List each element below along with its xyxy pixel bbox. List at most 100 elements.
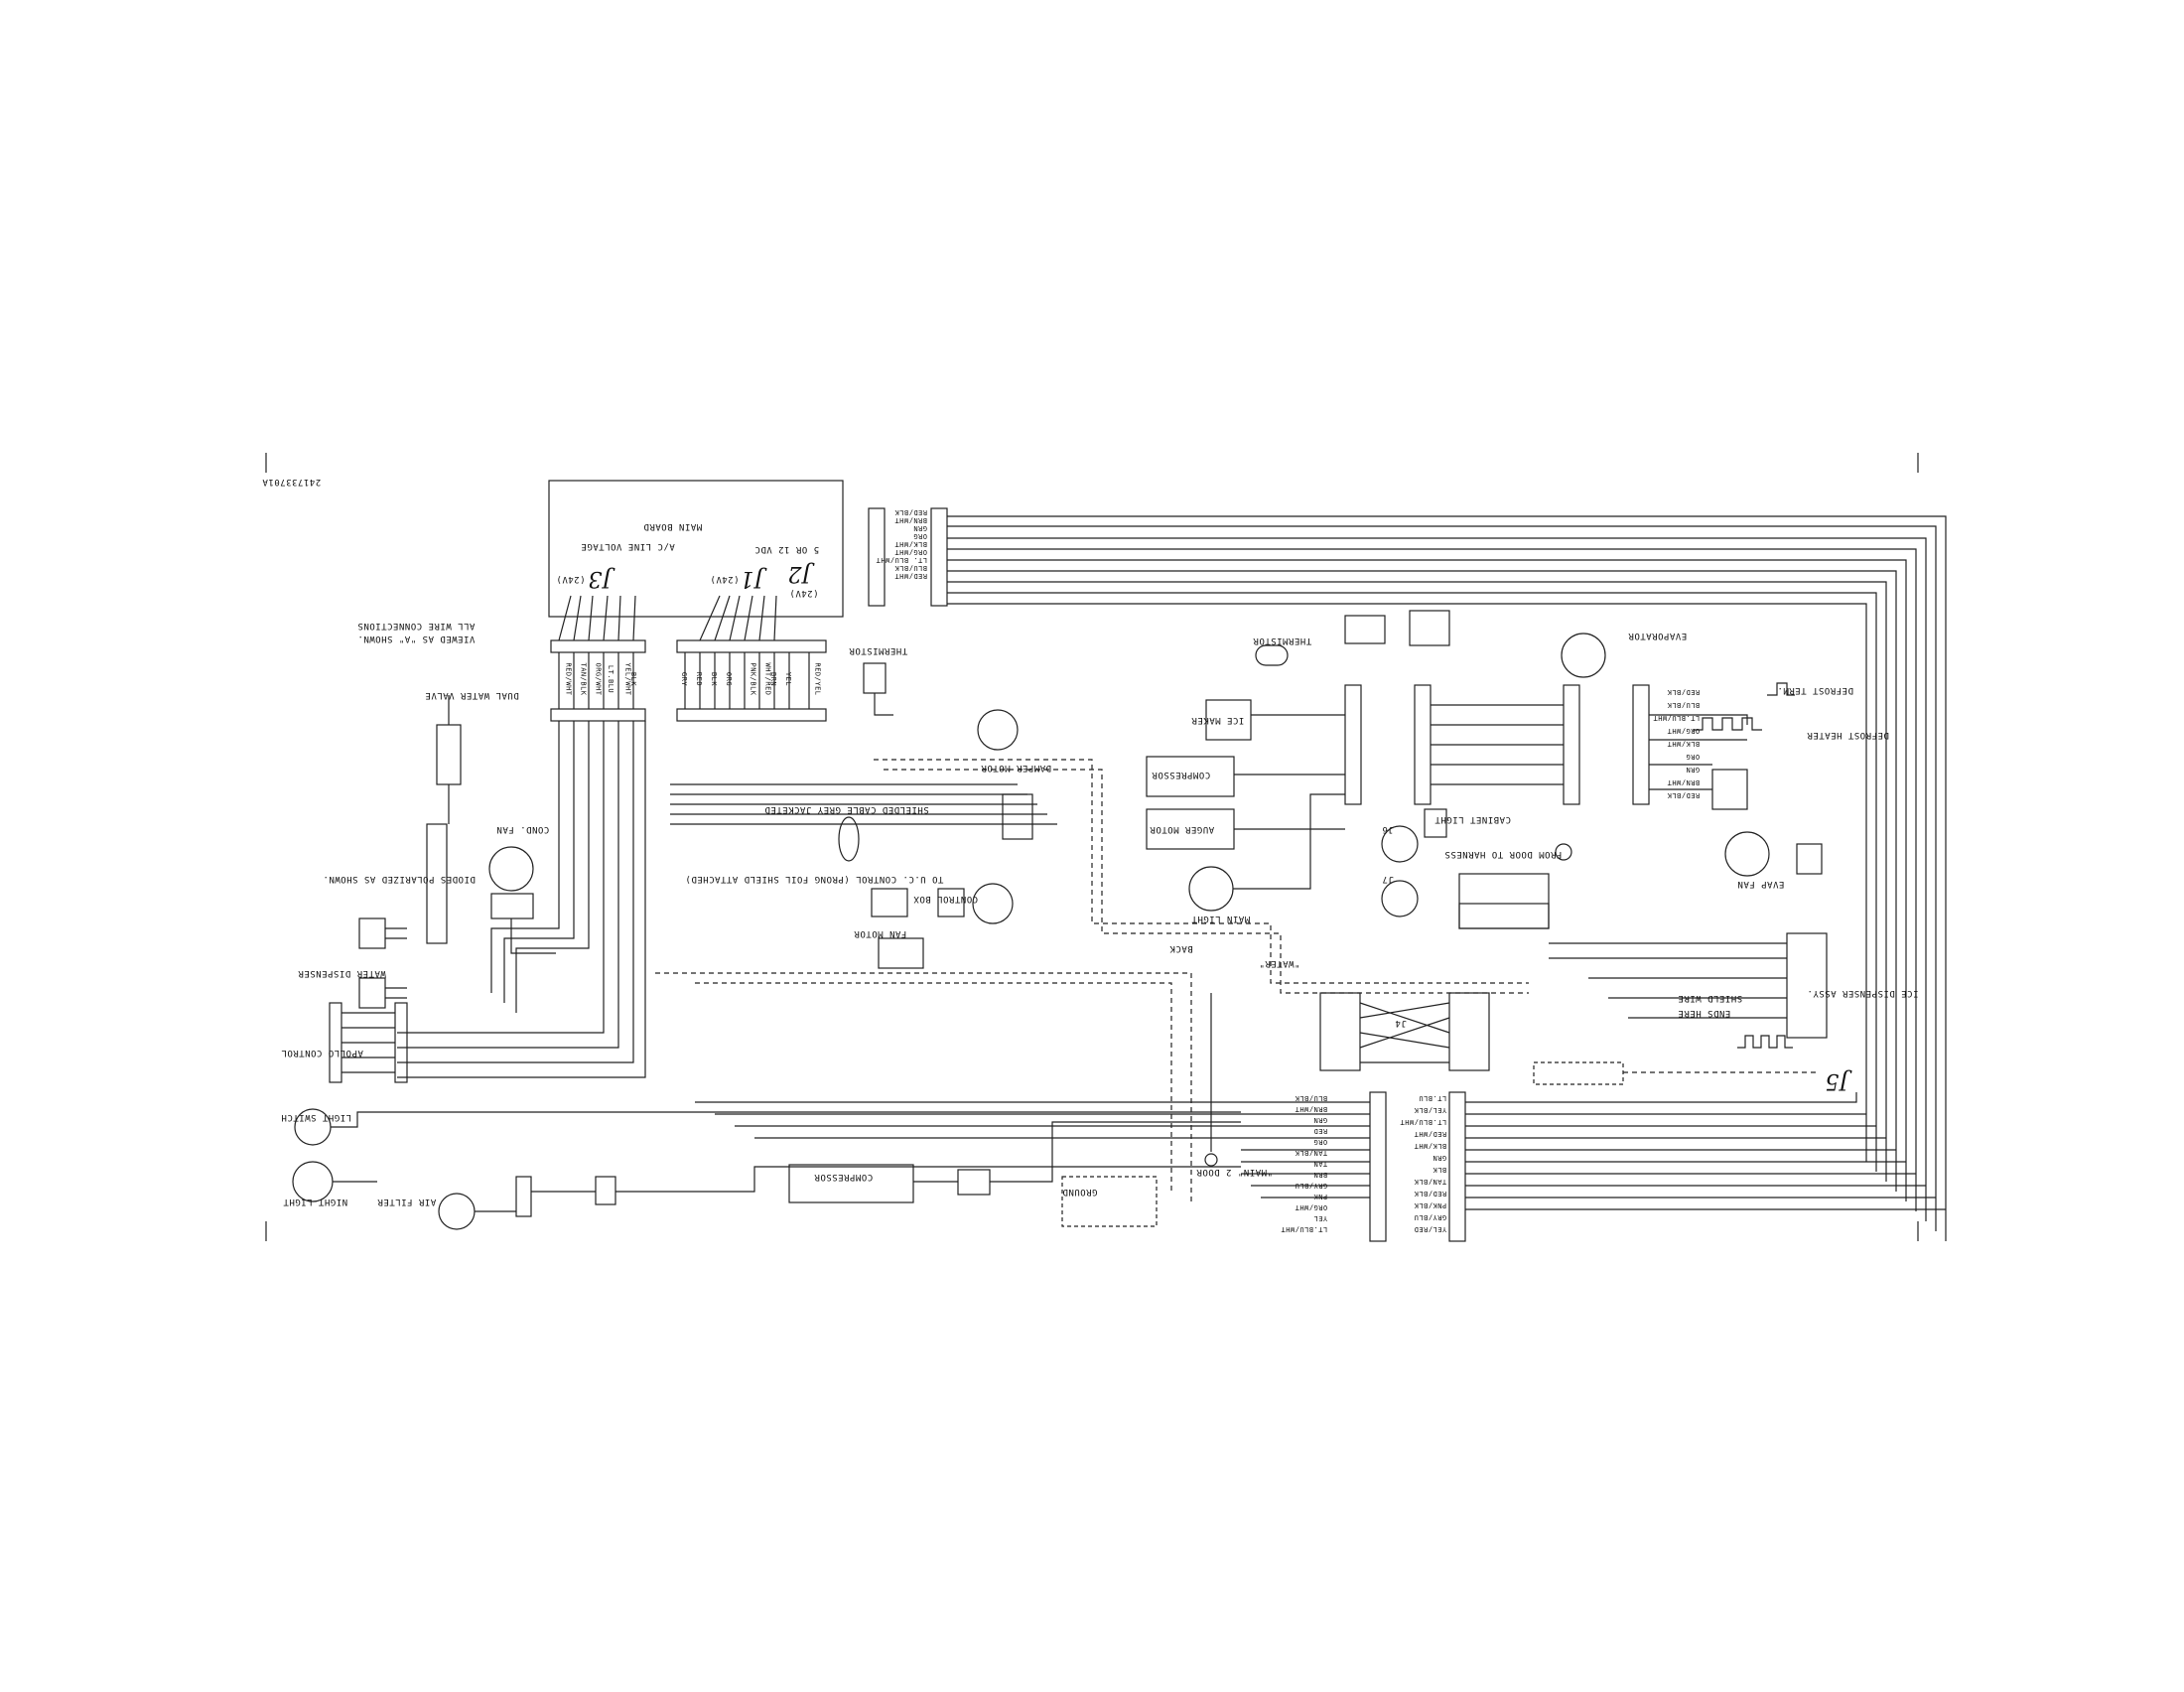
defrost-heater-label: DEFROST HEATER — [1807, 730, 1889, 740]
round-plug-j6 — [1381, 825, 1419, 863]
j3-wire: RED/WHT — [564, 662, 573, 696]
harness-wire: LT.BLU — [1418, 1094, 1447, 1102]
air-filter-label: AIR FILTER — [377, 1197, 437, 1206]
fan-motor-label: FAN MOTOR — [854, 928, 907, 938]
j1-wire: BRN — [769, 671, 778, 687]
bottom-wire: RED — [1313, 1127, 1328, 1135]
compressor-module — [788, 1164, 914, 1203]
connector-thumb-1 — [1344, 615, 1386, 644]
bottom-connector-right — [1448, 1091, 1466, 1242]
evap-fan — [1724, 831, 1770, 877]
j1-connector-top — [676, 639, 827, 653]
damper-motor-label: DAMPER MOTOR — [981, 763, 1052, 773]
bottom-wire: LT.BLU/WHT — [1281, 1225, 1328, 1233]
control-box-connector — [871, 888, 908, 917]
ribbon-wire-label: BLU/BLK — [893, 564, 927, 572]
harness-labels: LT.BLU YEL/BLK LT.BLU/WHT RED/WHT BLK/WH… — [1400, 1092, 1446, 1235]
j2-label: J2 — [787, 561, 811, 586]
ground-terminal — [1204, 1153, 1218, 1167]
cond-fan-connector — [490, 893, 534, 919]
j3-label: J3 — [588, 566, 612, 591]
bottom-plug-1 — [595, 1176, 616, 1205]
bottom-wire: ORG/WHT — [1295, 1203, 1328, 1211]
ribbon-wire-label: ORG — [912, 532, 927, 540]
bottom-wire: ORG — [1313, 1138, 1328, 1146]
j1-sub: (24V) — [710, 574, 740, 584]
ice-maker-label: ICE MAKER — [1191, 715, 1245, 725]
note-viewed: VIEWED AS "A" SHOWN. — [357, 634, 476, 643]
cabinet-light-label: CABINET LIGHT — [1434, 814, 1511, 824]
shielded-cable — [838, 816, 860, 862]
j5-label: J5 — [1825, 1068, 1848, 1093]
control-box-label: CONTROL BOX — [913, 894, 979, 904]
ribbon-wire-labels: RED/BLK BRN/WHT GRN ORG BLK/WHT ORG/WHT … — [876, 508, 927, 580]
night-light-bulb — [292, 1161, 334, 1202]
harness-wire: LT.BLU/WHT — [1400, 1118, 1447, 1126]
right-top-wire: ORG — [1686, 753, 1701, 761]
night-light-right — [1561, 633, 1606, 678]
center-connector-left — [1344, 684, 1362, 805]
defrost-heater-coil — [1693, 717, 1762, 731]
thermistor-right-label: THERMISTOR — [1253, 635, 1312, 645]
door-harness-lower — [1458, 903, 1550, 929]
j1-wire: BLK — [710, 671, 719, 687]
j1-wire: GRY — [680, 671, 689, 687]
ribbon-wire-label: RED/BLK — [893, 508, 927, 516]
harness-wire: GRN — [1433, 1154, 1447, 1162]
connector-thumb-2 — [1409, 610, 1450, 646]
apollo-control-label: APOLLO CONTROL — [281, 1048, 363, 1058]
diodes-note-label: DIODES POLARIZED AS SHOWN. — [323, 874, 476, 884]
j5-connector — [1533, 1061, 1624, 1085]
j3-wire: ORG/WHT — [594, 662, 603, 696]
j1-wire: RED — [695, 671, 704, 687]
j3-wire: LT.BLU — [607, 664, 615, 694]
main-light-label: MAIN LIGHT — [1191, 914, 1251, 923]
j3-sub: (24V) — [556, 574, 586, 584]
thermistor-right — [1255, 644, 1289, 666]
dual-water-valve-label: DUAL WATER VALVE — [425, 690, 519, 700]
water-dispenser-label: WATER DISPENSER — [298, 968, 386, 978]
harness-wire: GRY/BLU — [1414, 1213, 1447, 1221]
ice-maker-block — [1205, 699, 1252, 741]
ground-label: GROUND — [1062, 1187, 1098, 1197]
cond-fan-motor — [488, 846, 534, 892]
main-board-title: MAIN BOARD — [643, 521, 703, 531]
auger-motor-label: AUGER MOTOR — [1150, 824, 1215, 834]
right-top-wire: BLK/WHT — [1667, 740, 1701, 748]
shield-wire-label: SHIELD WIRE — [1678, 993, 1743, 1003]
j3-board-fanout — [558, 595, 636, 641]
harness-wire: PNK/BLK — [1414, 1201, 1447, 1209]
bottom-wire: BLU/BLK — [1295, 1094, 1328, 1102]
defrost-coil-lower — [1737, 1035, 1793, 1049]
j1-drop-wires — [684, 652, 810, 709]
main-board-box — [548, 480, 844, 618]
ribbon-wire-label: BLK/WHT — [893, 540, 927, 548]
right-top-wire: BRN/WHT — [1667, 778, 1701, 786]
harness-wire: BLK/WHT — [1414, 1142, 1447, 1150]
sensor-coil — [1767, 682, 1795, 696]
right-top-wire: GRN — [1686, 766, 1701, 774]
j3-wire: TAN/BLK — [579, 662, 588, 696]
j4-label: J4 — [1395, 1018, 1407, 1028]
bottom-wire: YEL — [1313, 1214, 1328, 1222]
defrost-term-label: DEFROST TERM. — [1777, 685, 1853, 695]
j1-wire: YEL — [784, 671, 793, 687]
air-filter-connector — [515, 1176, 532, 1217]
right-top-wire-labels: RED/BLK BLU/BLK LT.BLU/WHT ORG/WHT BLK/W… — [1653, 685, 1700, 801]
j3-connector-top — [550, 639, 646, 653]
right-top-wire: ORG/WHT — [1667, 727, 1701, 735]
water-dispenser-connector — [436, 724, 462, 785]
bottom-wire: BRN/WHT — [1295, 1105, 1328, 1113]
back-note-label: BACK — [1169, 943, 1193, 953]
right-top-wire: LT.BLU/WHT — [1653, 714, 1701, 722]
from-door-label: FROM DOOR TO HARNESS — [1444, 849, 1563, 859]
bottom-wire: TAN/BLK — [1295, 1149, 1328, 1157]
top-bus-lines — [947, 515, 1947, 1241]
bottom-wire: GRN — [1313, 1116, 1328, 1124]
sheet-label: "MAIN" 2 DOOR — [1196, 1167, 1273, 1177]
harness-wire: RED/BLK — [1414, 1190, 1447, 1198]
j3-connector-bottom — [550, 708, 646, 722]
shield-note-label: TO U.C. CONTROL (PRONG FOIL SHIELD ATTAC… — [685, 874, 944, 884]
ends-here-label: ENDS HERE — [1678, 1008, 1731, 1018]
bottom-left-bus — [695, 1101, 1370, 1198]
